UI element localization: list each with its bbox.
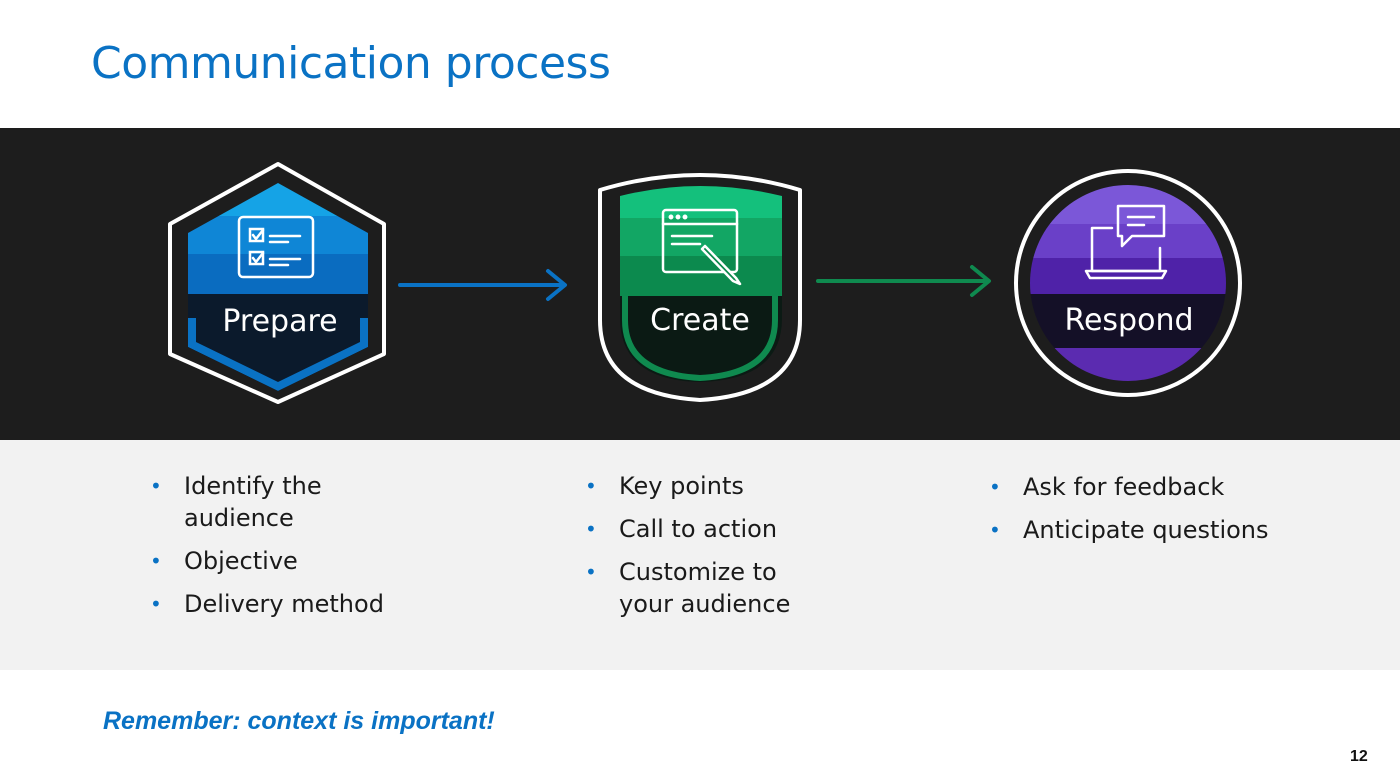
list-item: Anticipate questions — [989, 514, 1349, 546]
list-item: Objective — [150, 545, 410, 577]
edit-window-icon — [661, 208, 742, 286]
checklist-icon — [237, 215, 315, 279]
list-item: Identify the audience — [150, 470, 364, 534]
prepare-bullet-list: Identify the audience Objective Delivery… — [150, 470, 410, 631]
prepare-badge: Prepare — [168, 162, 386, 404]
laptop-chat-icon — [1084, 204, 1168, 280]
create-badge: Create — [598, 173, 802, 402]
stage-label-prepare: Prepare — [222, 304, 337, 339]
list-item: Key points — [585, 470, 845, 502]
stage-label-respond: Respond — [1064, 303, 1193, 338]
list-item: Customize to your audience — [585, 556, 819, 620]
list-item: Delivery method — [150, 588, 410, 620]
respond-badge: Respond — [1014, 169, 1242, 397]
list-item: Ask for feedback — [989, 471, 1349, 503]
process-band: Prepare — [0, 128, 1400, 440]
arrow-create-to-respond — [816, 265, 991, 297]
context-reminder: Remember: context is important! — [103, 707, 495, 735]
respond-bullet-list: Ask for feedback Anticipate questions — [989, 471, 1349, 557]
stage-label-create: Create — [650, 303, 750, 338]
create-bullet-list: Key points Call to action Customize to y… — [585, 470, 845, 631]
page-title: Communication process — [91, 38, 611, 89]
list-item: Call to action — [585, 513, 845, 545]
arrow-prepare-to-create — [398, 269, 567, 301]
page-number: 12 — [1350, 748, 1368, 765]
